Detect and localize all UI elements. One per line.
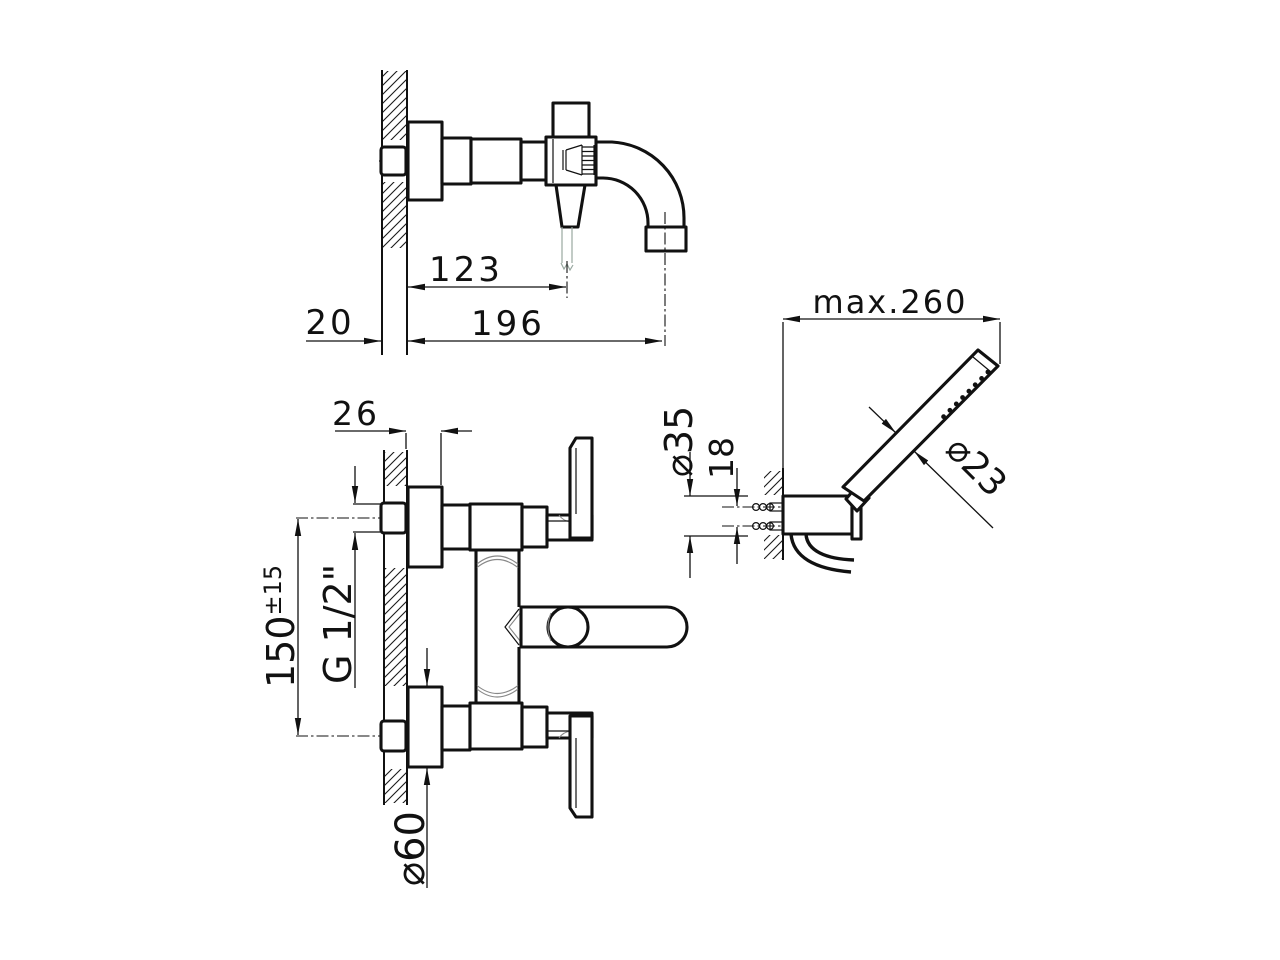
- hand-shower: [841, 348, 1000, 503]
- dim-rosette-diameter: ⌀60: [388, 811, 434, 886]
- dim-holder-diameter: ⌀35: [657, 406, 701, 477]
- upper-inlet: [353, 436, 594, 569]
- wall-section: [381, 70, 408, 355]
- lower-inlet: [379, 685, 594, 819]
- wall-screws: [722, 502, 788, 531]
- diverter-cone: [562, 144, 595, 176]
- upper-lever-blade: [568, 436, 594, 540]
- central-column: [474, 550, 522, 703]
- spray-nozzles: [941, 369, 991, 420]
- shower-hose: [789, 533, 855, 574]
- handshower-view: max.260 ⌀35 18 ⌀23: [657, 283, 1014, 578]
- dim-spout-total-reach: 196: [471, 304, 545, 344]
- mixer-union-body: [379, 120, 549, 202]
- dim-inlet-distance: 150±15: [259, 565, 303, 688]
- diverter-outlet-taper: [554, 183, 587, 229]
- dim-wall-thickness: 20: [305, 303, 354, 343]
- diverter-housing: [544, 101, 598, 229]
- aerator: [644, 225, 688, 253]
- front-view: 26 150±15 G 1/2" ⌀60: [259, 394, 689, 888]
- dim-spout-projection: 123: [429, 250, 503, 290]
- wall-section: [764, 468, 784, 560]
- dim-thread-size: G 1/2": [316, 564, 360, 684]
- upper-rosette: [406, 485, 444, 569]
- lower-rosette: [406, 685, 444, 769]
- lever-knob: [546, 605, 590, 649]
- dim-screw-spacing: 18: [702, 437, 741, 479]
- dim-rosette-depth: 26: [332, 394, 380, 433]
- mixing-lever: [519, 605, 689, 649]
- dim-handshower-diameter: ⌀23: [938, 428, 1015, 505]
- dimensions-front-view: 26 150±15 G 1/2" ⌀60: [259, 394, 472, 888]
- dimensions-side-view: 123 196 20: [305, 250, 662, 345]
- spout: [596, 140, 688, 253]
- diverter-knob: [551, 101, 591, 139]
- side-view: 123 196 20: [305, 70, 688, 355]
- lower-lever-blade: [568, 714, 594, 819]
- dim-handshower-max-length: max.260: [813, 283, 968, 321]
